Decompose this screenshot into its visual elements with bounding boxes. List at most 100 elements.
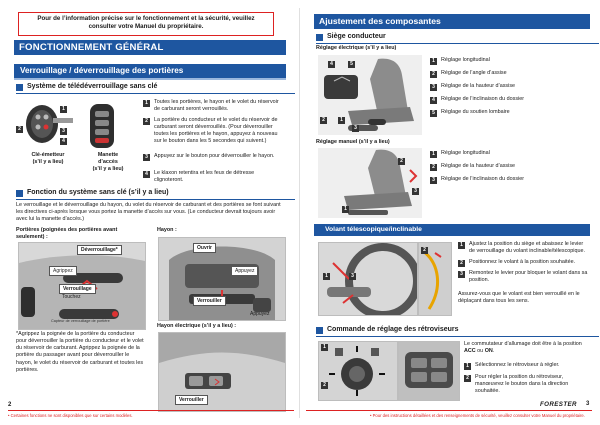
keyless-item-1-text: Toutes les portières, le hayon et le vol… <box>154 99 279 113</box>
left-footer-note: • Certaines fonctions ne sont disponible… <box>8 413 133 418</box>
wheel-item-1-num: 1 <box>458 241 465 249</box>
mirrors-intro-pre: Le commutateur d’allumage doit être à la… <box>464 341 582 347</box>
seat-manual-num-3: 3 <box>412 188 419 195</box>
seat-power-num-5: 5 <box>348 61 355 68</box>
section-title: Verrouillage / déverrouillage des portiè… <box>20 66 184 75</box>
unlock-callout: Déverrouillage* <box>77 245 122 255</box>
notice-text: Pour de l’information précise sur le fon… <box>37 15 255 31</box>
mirror-panel-image <box>398 341 460 401</box>
left-footer-line <box>8 410 294 411</box>
handle-caption: Manette d’accès (s’il y a lieu) <box>92 152 124 173</box>
section-title-bar: Verrouillage / déverrouillage des portiè… <box>14 64 286 80</box>
power-item-2-text: Réglage de l’angle d’assise <box>441 70 507 76</box>
mirror-item-1-text: Sélectionnez le rétroviseur à régler. <box>475 362 560 368</box>
mirror-item-2-text: Pour régler la position du rétroviseur, … <box>475 374 569 395</box>
mirror-item-1: 1 Sélectionnez le rétroviseur à régler. <box>464 362 588 370</box>
mirror-item-2-num: 2 <box>464 374 471 382</box>
manual-item-2: 2 Réglage de la hauteur d’assise <box>430 163 590 171</box>
keyless-item-2-text: La portière du conducteur et le volet du… <box>154 117 278 145</box>
emitter-num-4: 4 <box>60 138 67 145</box>
power-item-5-num: 5 <box>430 109 437 117</box>
manual-item-2-num: 2 <box>430 163 437 171</box>
open-callout: Ouvrir <box>193 243 217 253</box>
seat-power-num-2: 2 <box>320 117 327 124</box>
power-item-2: 2 Réglage de l’angle d’assise <box>430 70 590 78</box>
power-item-5: 5 Réglage du soutien lombaire <box>430 109 590 117</box>
seat-power-image: 4 5 1 2 3 <box>318 55 422 135</box>
mirror-img-num-2: 2 <box>321 382 328 389</box>
power-item-2-num: 2 <box>430 70 437 78</box>
main-title: FONCTIONNEMENT GÉNÉRAL <box>19 42 164 53</box>
wheel-item-1: 1 Ajustez la position du siège et abaiss… <box>458 241 590 255</box>
wheel-heading: Volant télescopique/inclinable <box>325 226 422 233</box>
hatch-inside-title: Hayon électrique (s’il y a lieu) : <box>157 323 237 329</box>
keyless-access-paragraph: Le verrouillage et le déverrouillage du … <box>16 202 281 223</box>
wheel-note: Assurez-vous que le volant est bien verr… <box>458 291 580 305</box>
key-emitter-image: 1 2 3 4 <box>16 100 76 152</box>
wheel-heading-bar: Volant télescopique/inclinable <box>314 224 590 236</box>
wheel-img-num-3: 3 <box>349 273 356 280</box>
keyless-item-1: 1 Toutes les portières, le hayon et le v… <box>143 99 283 113</box>
press-callout: Appuyez <box>231 266 259 276</box>
wheel-item-3: 3 Remontez le levier pour bloquer le vol… <box>458 270 590 284</box>
mirrors-heading: Commande de réglage des rétroviseurs <box>316 326 599 337</box>
notice-box: Pour de l’information précise sur le fon… <box>18 12 274 36</box>
steering-wheel-image-2: 2 <box>418 242 452 316</box>
keyless-item-2-num: 2 <box>143 117 150 125</box>
power-item-3-text: Réglage de la hauteur d’assise <box>441 83 516 89</box>
wheel-img-num-1: 1 <box>323 273 330 280</box>
power-item-4-text: Réglage de l’inclinaison du dossier <box>441 96 525 102</box>
mirrors-intro: Le commutateur d’allumage doit être à la… <box>464 341 588 355</box>
wheel-item-3-text: Remontez le levier pour bloquer le volan… <box>469 270 588 284</box>
access-handle-image <box>84 102 124 152</box>
keyless-item-2: 2 La portière du conducteur et le volet … <box>143 117 283 146</box>
power-item-4-num: 4 <box>430 96 437 104</box>
keyless-item-3: 3 Appuyez sur le bouton pour déverrouill… <box>143 153 283 161</box>
keyless-item-3-num: 3 <box>143 153 150 161</box>
seat-manual-title: Réglage manuel (s’il y a lieu) <box>316 139 390 145</box>
seat-power-num-4: 4 <box>328 61 335 68</box>
seat-power-num-1: 1 <box>338 117 345 124</box>
mirrors-intro-mid: ou <box>475 348 485 355</box>
hatch-title: Hayon : <box>157 227 177 233</box>
hatch-lock-callout: Verrouiller <box>193 296 226 306</box>
mirror-item-1-num: 1 <box>464 362 471 370</box>
right-page-number: 3 <box>586 401 590 407</box>
emitter-caption: Clé-émetteur (s’il y a lieu) <box>31 152 65 166</box>
mirror-img-num-1: 1 <box>321 344 328 351</box>
wheel-img-num-2: 2 <box>421 247 428 254</box>
wheel-item-2-text: Positionnez le volant à la position souh… <box>469 259 576 265</box>
seat-heading: Siège conducteur <box>316 33 599 44</box>
manual-item-1-text: Réglage longitudinal <box>441 150 490 156</box>
manual-item-3-text: Réglage de l’inclinaison du dossier <box>441 176 525 182</box>
mirrors-intro-acc: ACC <box>464 348 476 355</box>
seat-power-title: Réglage électrique (s’il y a lieu) <box>316 45 397 51</box>
wheel-item-3-num: 3 <box>458 270 465 278</box>
right-section-bar: Ajustement des composantes <box>314 14 590 29</box>
power-item-1-num: 1 <box>430 57 437 65</box>
hatch-image: Ouvrir Appuyez Verrouiller Appuyez <box>158 237 286 321</box>
seat-manual-num-1: 1 <box>342 206 349 213</box>
door-handle-image: Déverrouillage* Agrippez Verrouillage To… <box>18 242 146 330</box>
press-callout-2: Appuyez <box>250 311 270 317</box>
mirror-control-image: 1 2 <box>318 341 398 401</box>
mirrors-intro-on: ON <box>484 348 493 355</box>
lock-callout: Verrouillage <box>59 284 96 294</box>
page-divider <box>299 8 300 418</box>
keyless-item-3-text: Appuyez sur le bouton pour déverrouiller… <box>154 153 275 159</box>
grip-callout: Agrippez <box>49 266 77 276</box>
doors-title: Portières (poignées des portières avant … <box>16 227 118 241</box>
power-item-3-num: 3 <box>430 83 437 91</box>
manual-item-2-text: Réglage de la hauteur d’assise <box>441 163 516 169</box>
manual-item-3-num: 3 <box>430 176 437 184</box>
seat-manual-image: 1 2 3 <box>318 148 422 218</box>
power-hatch-image: Verrouiller <box>158 332 286 412</box>
main-title-bar: FONCTIONNEMENT GÉNÉRAL <box>14 40 286 55</box>
keyless-item-4-text: Le klaxon retentira et les feux de détre… <box>154 170 255 184</box>
emitter-num-3: 3 <box>60 128 67 135</box>
seat-power-num-3: 3 <box>352 125 359 132</box>
left-page: Pour de l’information précise sur le fon… <box>8 12 295 418</box>
manual-item-1: 1 Réglage longitudinal <box>430 150 590 158</box>
keyless-access-heading: Fonction du système sans clé (s’il y a l… <box>16 189 295 200</box>
power-item-3: 3 Réglage de la hauteur d’assise <box>430 83 590 91</box>
